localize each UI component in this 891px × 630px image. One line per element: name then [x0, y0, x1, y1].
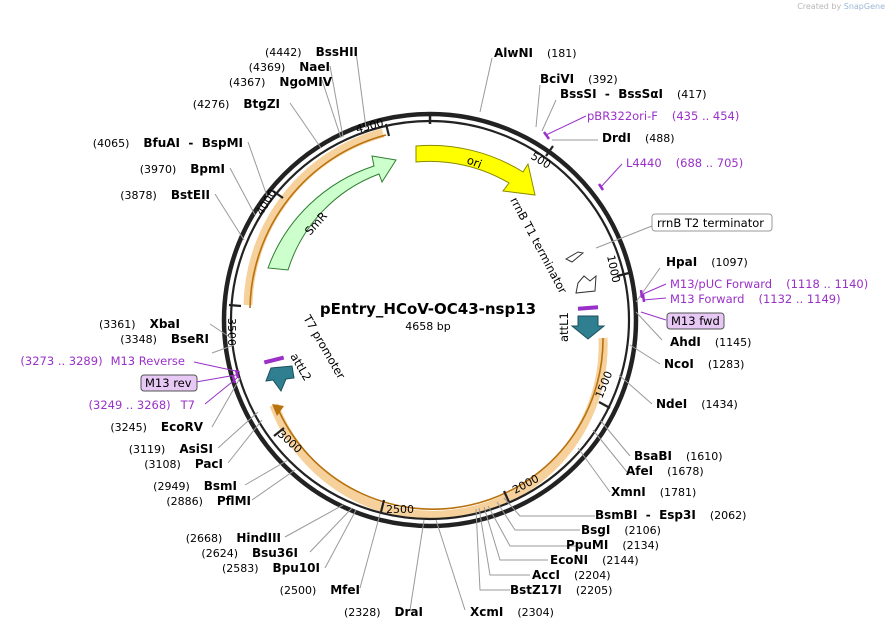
primer-l4440: L4440(688 .. 705) [626, 156, 743, 170]
site-mfei: (2500)MfeI [280, 583, 360, 597]
smr-arc-line [249, 134, 387, 309]
site-xcmi: XcmI(2304) [470, 605, 554, 619]
rrnb-t2-label: rrnB T2 terminator [657, 216, 764, 230]
m13-fwd-box [666, 312, 725, 330]
primer-ticks [231, 131, 646, 384]
site-ppumi: PpuMI(2134) [566, 538, 659, 552]
boxed-labels: rrnB T2 terminator M13 fwd M13 rev [140, 213, 773, 392]
site-paci: (3108)PacI [144, 457, 223, 471]
credit-prefix: Created by [797, 2, 842, 11]
attl1-arrow [570, 315, 606, 340]
site-bsmbi: BsmBI - Esp3I(2062) [595, 508, 746, 522]
attl2-bar [263, 355, 285, 365]
site-alwni: AlwNI(181) [494, 46, 577, 60]
site-drdi: DrdI(488) [602, 131, 675, 145]
backbone-ticks [228, 123, 630, 513]
feature-label-ori: ori [465, 153, 484, 172]
m13-rev-label: M13 rev [145, 376, 192, 390]
site-bsmi: (2949)BsmI [153, 479, 237, 493]
primer-m13-reverse: (3273 .. 3289)M13 Reverse [20, 354, 185, 368]
rrnb-t1-arrow [564, 251, 585, 263]
site-ncoi: NcoI(1283) [664, 357, 744, 371]
site-ahdi: AhdI(1145) [670, 335, 751, 349]
site-bfuai: (4065)BfuAI - BspMI [93, 136, 243, 150]
credit-brand: SnapGene [843, 2, 885, 11]
snapgene-credit: Created by SnapGene [797, 2, 885, 11]
site-bstz17i: BstZ17I(2205) [510, 583, 612, 597]
site-bsssi: BssSI - BssSαI(417) [560, 87, 707, 101]
site-bpmi: (3970)BpmI [140, 162, 225, 176]
site-bseri: (3348)BseRI [120, 332, 209, 346]
feature-arrows [263, 144, 606, 393]
tick-label-1500: 1500 [593, 369, 616, 400]
primer-marks [193, 115, 667, 405]
ori-arrow [415, 144, 536, 196]
rrnb-t2-arrow [575, 274, 597, 294]
site-bsshii: (4442)BssHII [265, 45, 358, 59]
site-ngomiv: (4367)NgoMIV [229, 75, 333, 89]
m13-rev-box [140, 374, 198, 392]
site-bsgi: BsgI(2106) [581, 523, 661, 537]
site-bsteii: (3878)BstEII [120, 188, 210, 202]
insert-arrow-arc [277, 337, 604, 510]
attl1-bar [577, 305, 599, 311]
site-bcivi: BciVI(392) [540, 72, 618, 86]
highlight-arc-insert [269, 337, 608, 520]
site-btgzi: (4276)BtgZI [193, 97, 280, 111]
plasmid-length: 4658 bp [405, 320, 450, 333]
primer-pbr322ori-f: pBR322ori-F(435 .. 454) [587, 109, 739, 123]
site-labels: AlwNI(181) BciVI(392) BssSI - BssSαI(417… [93, 45, 752, 619]
primer-m13-forward: M13 Forward(1132 .. 1149) [670, 292, 841, 306]
feature-label-rrnb-t1: rrnB T1 terminator [507, 195, 570, 296]
site-hpai: HpaI(1097) [666, 255, 748, 269]
highlight-arc-smr [243, 128, 385, 306]
smr-arrow [267, 155, 397, 271]
tick-label-3500: 3500 [225, 318, 238, 346]
site-asisi: (3119)AsiSI [129, 442, 213, 456]
site-ndei: NdeI(1434) [656, 397, 738, 411]
site-naei: (4369)NaeI [249, 60, 330, 74]
site-hindiii: (2668)HindIII [186, 531, 281, 545]
insert-arrow-head [272, 404, 284, 416]
primer-m13-puc-forward: M13/pUC Forward(1118 .. 1140) [670, 277, 868, 291]
plasmid-name: pEntry_HCoV-OC43-nsp13 [320, 300, 536, 318]
site-afei: AfeI(1678) [626, 464, 704, 478]
m13-fwd-label: M13 fwd [671, 314, 720, 328]
attl2-arrow [265, 365, 295, 393]
tick-label-1000: 1000 [604, 254, 623, 284]
site-ecorv: (3245)EcoRV [110, 420, 203, 434]
site-leader-lines [209, 51, 663, 611]
site-acci: AccI(2204) [532, 568, 611, 582]
site-xbai: (3361)XbaI [99, 317, 180, 331]
site-bsabi: BsaBI(1610) [634, 449, 723, 463]
primer-t7: (3249 .. 3268)T7 [89, 398, 195, 412]
highlight-arcs [243, 128, 608, 520]
site-drai: (2328)DraI [344, 605, 423, 619]
rrnb-t2-box [651, 213, 773, 232]
site-bsu36i: (2624)Bsu36I [201, 546, 298, 560]
site-xmni: XmnI(1781) [611, 485, 696, 499]
tick-label-2500: 2500 [386, 503, 414, 516]
site-econi: EcoNI(2144) [550, 553, 639, 567]
site-pflmi: (2886)PflMI [166, 494, 251, 508]
site-bpu10i: (2583)Bpu10I [222, 561, 320, 575]
feature-label-attl1: attL1 [557, 312, 571, 342]
primer-labels: pBR322ori-F(435 .. 454) L4440(688 .. 705… [20, 109, 868, 412]
